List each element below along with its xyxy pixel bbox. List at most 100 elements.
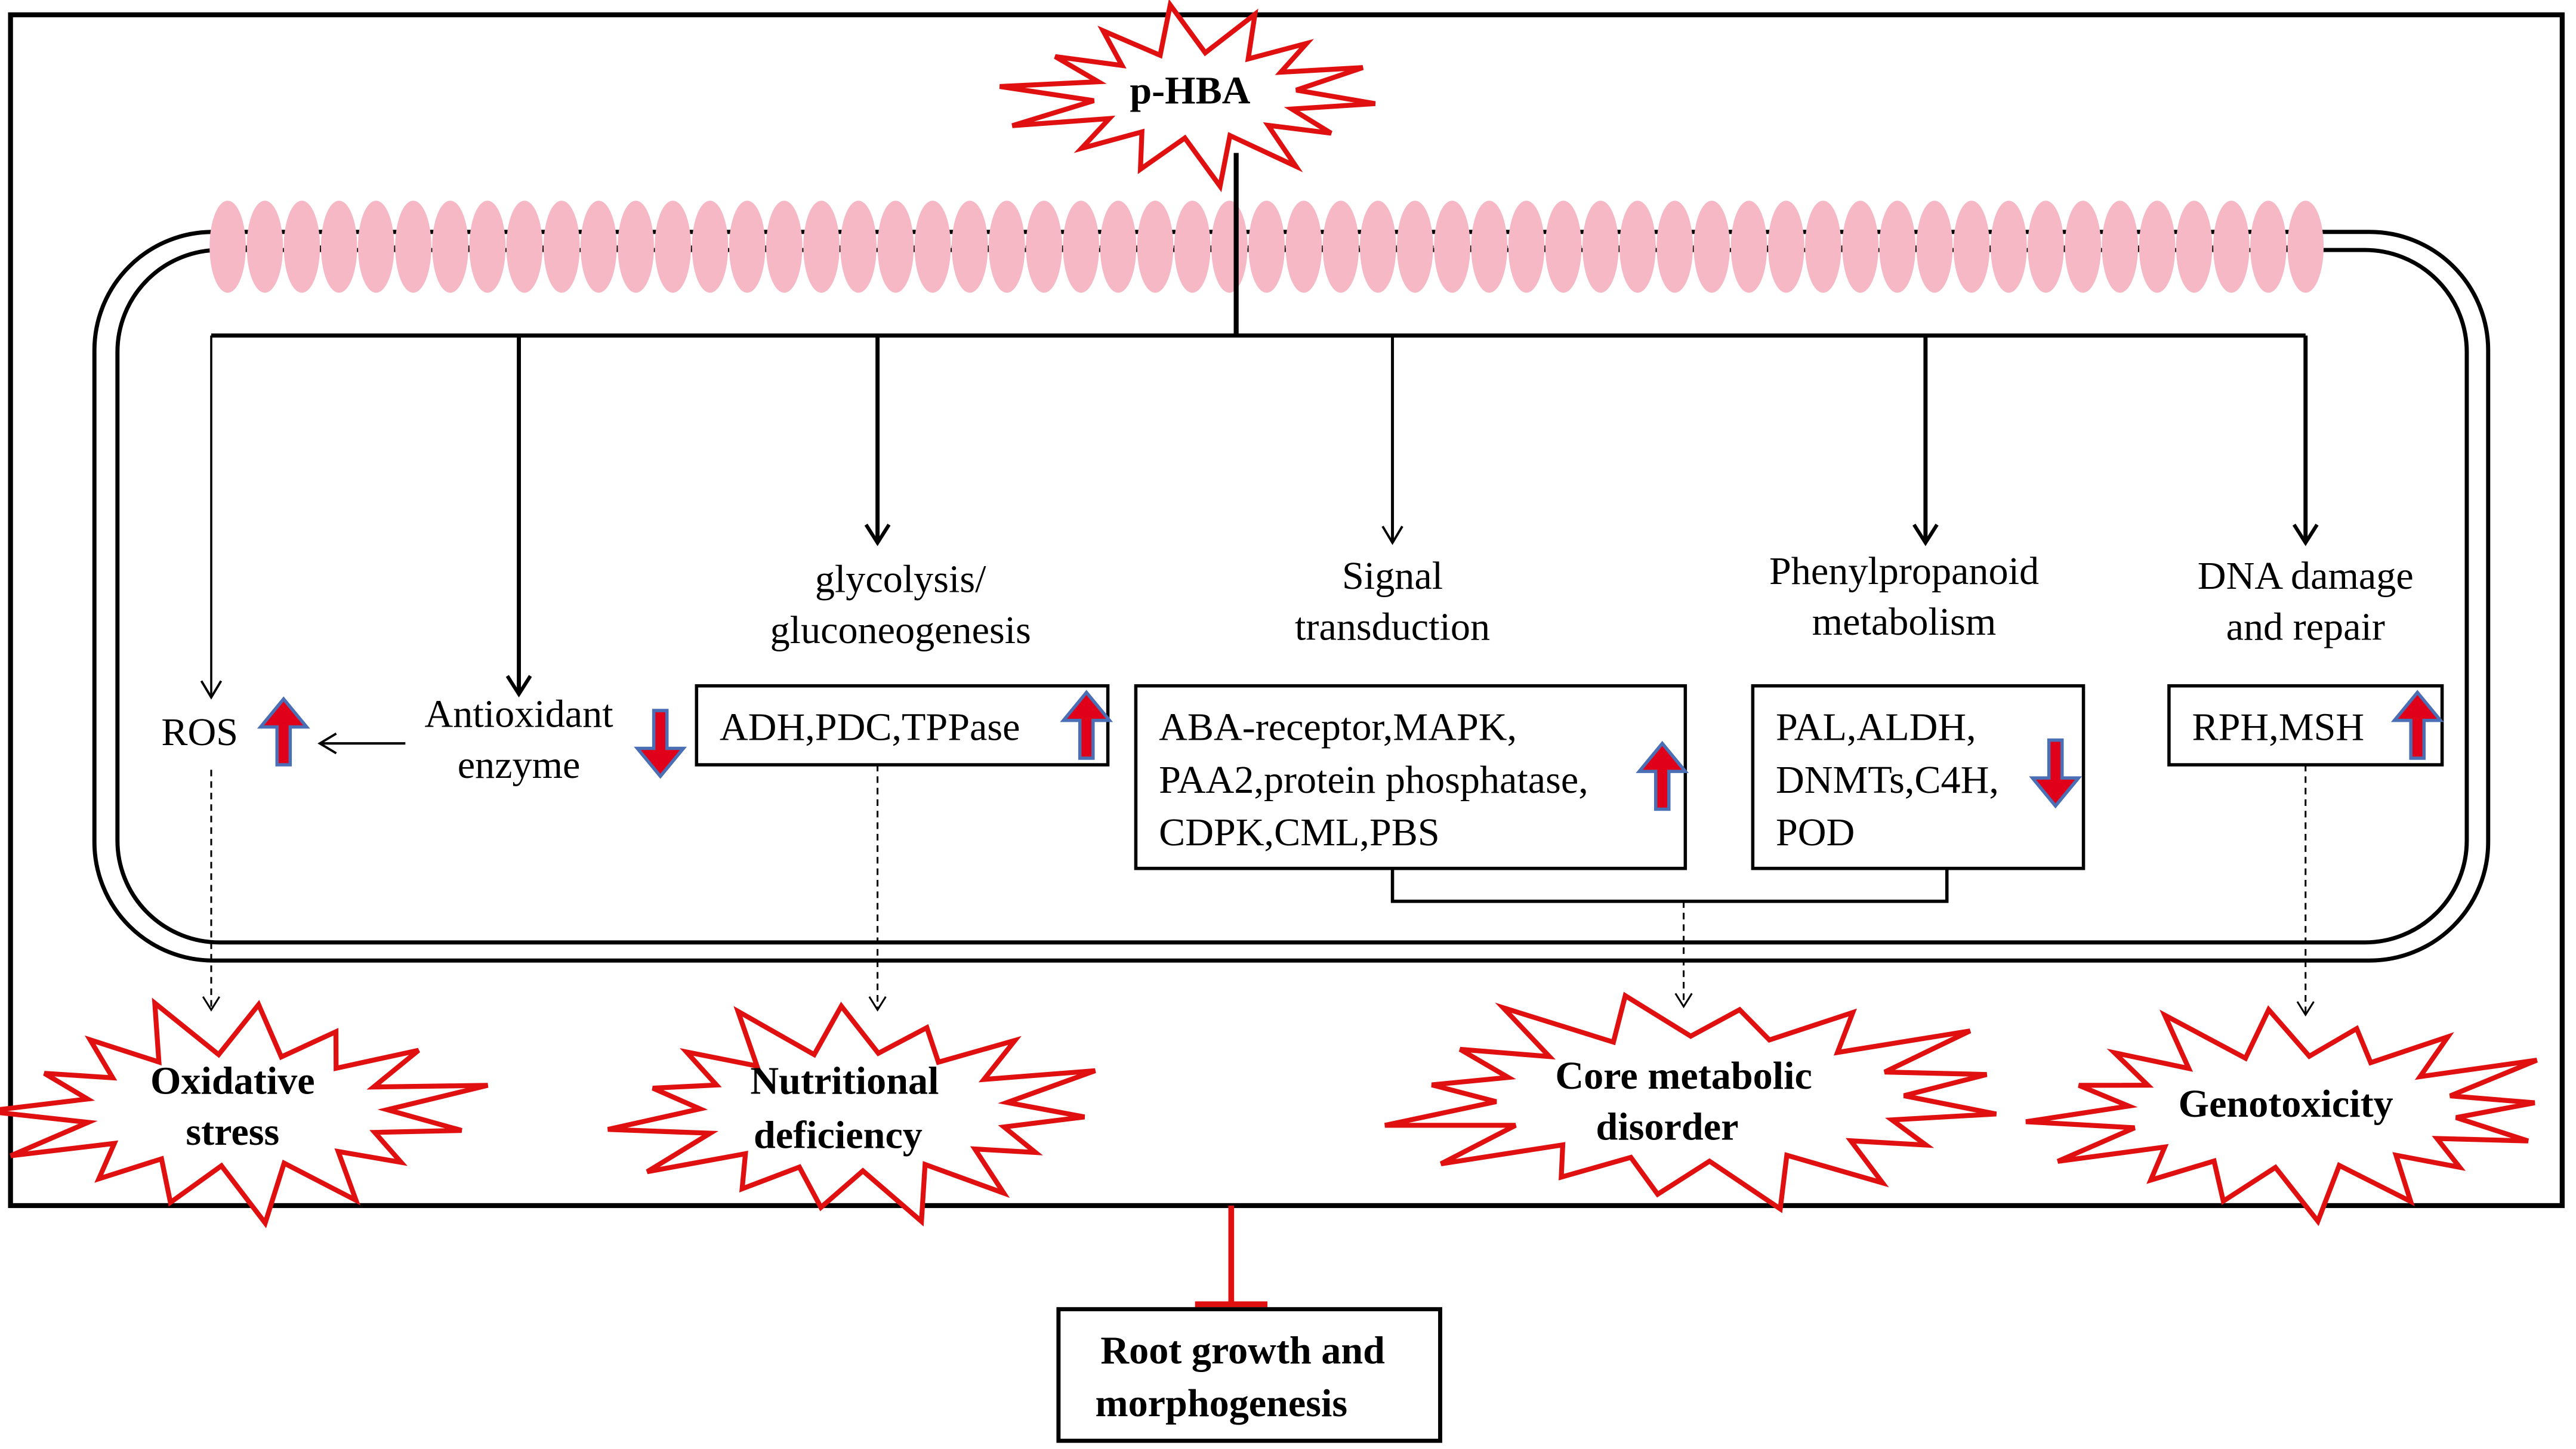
geno-burst-shape: [2025, 1005, 2538, 1226]
membrane-lipid: [1137, 200, 1174, 293]
membrane-lipid: [692, 200, 729, 293]
membrane-lipid: [1063, 200, 1099, 293]
membrane-lipid: [1879, 200, 1916, 293]
membrane-lipid: [1322, 200, 1359, 293]
membrane-lipid: [914, 200, 951, 293]
phenyl-label-1: Phenylpropanoid: [1769, 549, 2039, 593]
membrane-lipid: [2065, 200, 2102, 293]
membrane-lipid: [1508, 200, 1545, 293]
membrane-lipid: [803, 200, 840, 293]
membrane-lipid: [729, 200, 766, 293]
membrane-lipid: [1991, 200, 2027, 293]
core-label-2: disorder: [1596, 1105, 1739, 1149]
signal-label-2: transduction: [1295, 605, 1490, 649]
signal-gene-box: [1134, 684, 1687, 870]
up-arrow-shape: [1636, 740, 1689, 811]
membrane-lipid: [951, 200, 988, 293]
membrane-lipid: [840, 200, 877, 293]
glyco-up-arrow-icon: [1060, 690, 1113, 760]
signal-gene-line-3: CDPK,CML,PBS: [1159, 811, 1440, 854]
membrane-lipid: [1174, 200, 1211, 293]
nutritional-burst-shape: [607, 1002, 1096, 1226]
nutritional-label-1: Nutritional: [750, 1059, 939, 1102]
p-hba-burst-shape: [999, 0, 1376, 193]
phenyl-label-2: metabolism: [1812, 600, 1997, 644]
membrane-lipid: [283, 200, 320, 293]
membrane-lipid: [2176, 200, 2213, 293]
phenyl-down-arrow-icon: [2029, 738, 2083, 809]
phenyl-gene-box: [1751, 684, 2086, 870]
membrane-lipid: [1397, 200, 1433, 293]
membrane-lipid: [395, 200, 431, 293]
membrane-lipid: [209, 200, 246, 293]
glyco-gene-text: ADH,PDC,TPPase: [720, 706, 1020, 749]
p-hba-label: p-HBA: [1130, 69, 1250, 113]
membrane-lipid: [543, 200, 580, 293]
membrane-lipid: [2287, 200, 2324, 293]
nutritional-deficiency-burst: Nutritional deficiency: [607, 1002, 1096, 1226]
membrane-lipid: [1026, 200, 1062, 293]
dna-label-1: DNA damage: [2198, 554, 2414, 598]
signal-gene-line-2: PAA2,protein phosphatase,: [1159, 758, 1588, 802]
down-arrow-shape: [2029, 738, 2083, 809]
geno-label-1: Genotoxicity: [2179, 1082, 2393, 1126]
membrane-lipid: [2139, 200, 2176, 293]
phenyl-gene-line-1: PAL,ALDH,: [1776, 706, 1976, 749]
membrane-lipid: [1916, 200, 1953, 293]
phenyl-gene-line-2: DNMTs,C4H,: [1776, 758, 1999, 802]
genotoxicity-burst: Genotoxicity: [2025, 1005, 2538, 1226]
membrane-lipid: [1768, 200, 1804, 293]
up-arrow-shape: [2390, 690, 2444, 760]
membrane-lipid: [1730, 200, 1767, 293]
membrane-lipid: [320, 200, 357, 293]
oxidative-label-2: stress: [186, 1110, 279, 1154]
antioxidant-down-arrow-icon: [634, 709, 687, 779]
membrane-lipid: [2102, 200, 2139, 293]
membrane-lipid: [655, 200, 691, 293]
glycolysis-label-1: glycolysis/: [815, 558, 986, 601]
dna-gene-box: [2167, 684, 2444, 767]
membrane-lipid: [988, 200, 1025, 293]
dna-up-arrow-icon: [2390, 690, 2444, 760]
membrane-lipid: [1285, 200, 1322, 293]
cell-membrane: [209, 200, 2324, 293]
phenyl-gene-line-3: POD: [1776, 811, 1855, 854]
up-arrow-shape: [257, 696, 310, 767]
dna-label-2: and repair: [2226, 605, 2385, 649]
signal-label-1: Signal: [1342, 554, 1443, 598]
membrane-lipid: [618, 200, 654, 293]
p-hba-burst: p-HBA: [999, 0, 1376, 193]
membrane-lipid: [1656, 200, 1693, 293]
signal-up-arrow-icon: [1636, 740, 1689, 811]
core-metabolic-disorder-burst: Core metabolic disorder: [1384, 991, 1997, 1213]
membrane-lipid: [1619, 200, 1656, 293]
membrane-lipid: [1100, 200, 1137, 293]
membrane-lipid: [2028, 200, 2064, 293]
membrane-lipid: [1359, 200, 1396, 293]
membrane-lipid: [1953, 200, 1990, 293]
oxidative-stress-burst: Oxidative stress: [0, 997, 489, 1229]
membrane-lipid: [1434, 200, 1470, 293]
down-arrow-shape: [634, 709, 687, 779]
oxidative-burst-shape: [0, 997, 489, 1229]
membrane-lipid: [766, 200, 803, 293]
root-growth-label-1: Root growth and: [1100, 1329, 1385, 1373]
dna-gene-text: RPH,MSH: [2192, 706, 2365, 749]
membrane-lipid: [1211, 200, 1248, 293]
membrane-lipid: [2250, 200, 2287, 293]
ros-label: ROS: [161, 710, 238, 754]
membrane-lipid: [1693, 200, 1730, 293]
antioxidant-label-1: Antioxidant: [425, 693, 613, 736]
nutritional-label-2: deficiency: [754, 1113, 923, 1157]
membrane-lipid: [580, 200, 617, 293]
up-arrow-shape: [1060, 690, 1113, 760]
root-growth-label-2: morphogenesis: [1095, 1382, 1347, 1425]
membrane-lipid: [1842, 200, 1879, 293]
merge-bracket: [1390, 868, 1949, 903]
antioxidant-label-2: enzyme: [458, 743, 581, 787]
oxidative-label-1: Oxidative: [150, 1059, 315, 1102]
membrane-lipid: [1545, 200, 1582, 293]
core-burst-shape: [1384, 991, 1997, 1213]
membrane-lipid: [506, 200, 543, 293]
signal-gene-line-1: ABA-receptor,MAPK,: [1159, 706, 1517, 749]
